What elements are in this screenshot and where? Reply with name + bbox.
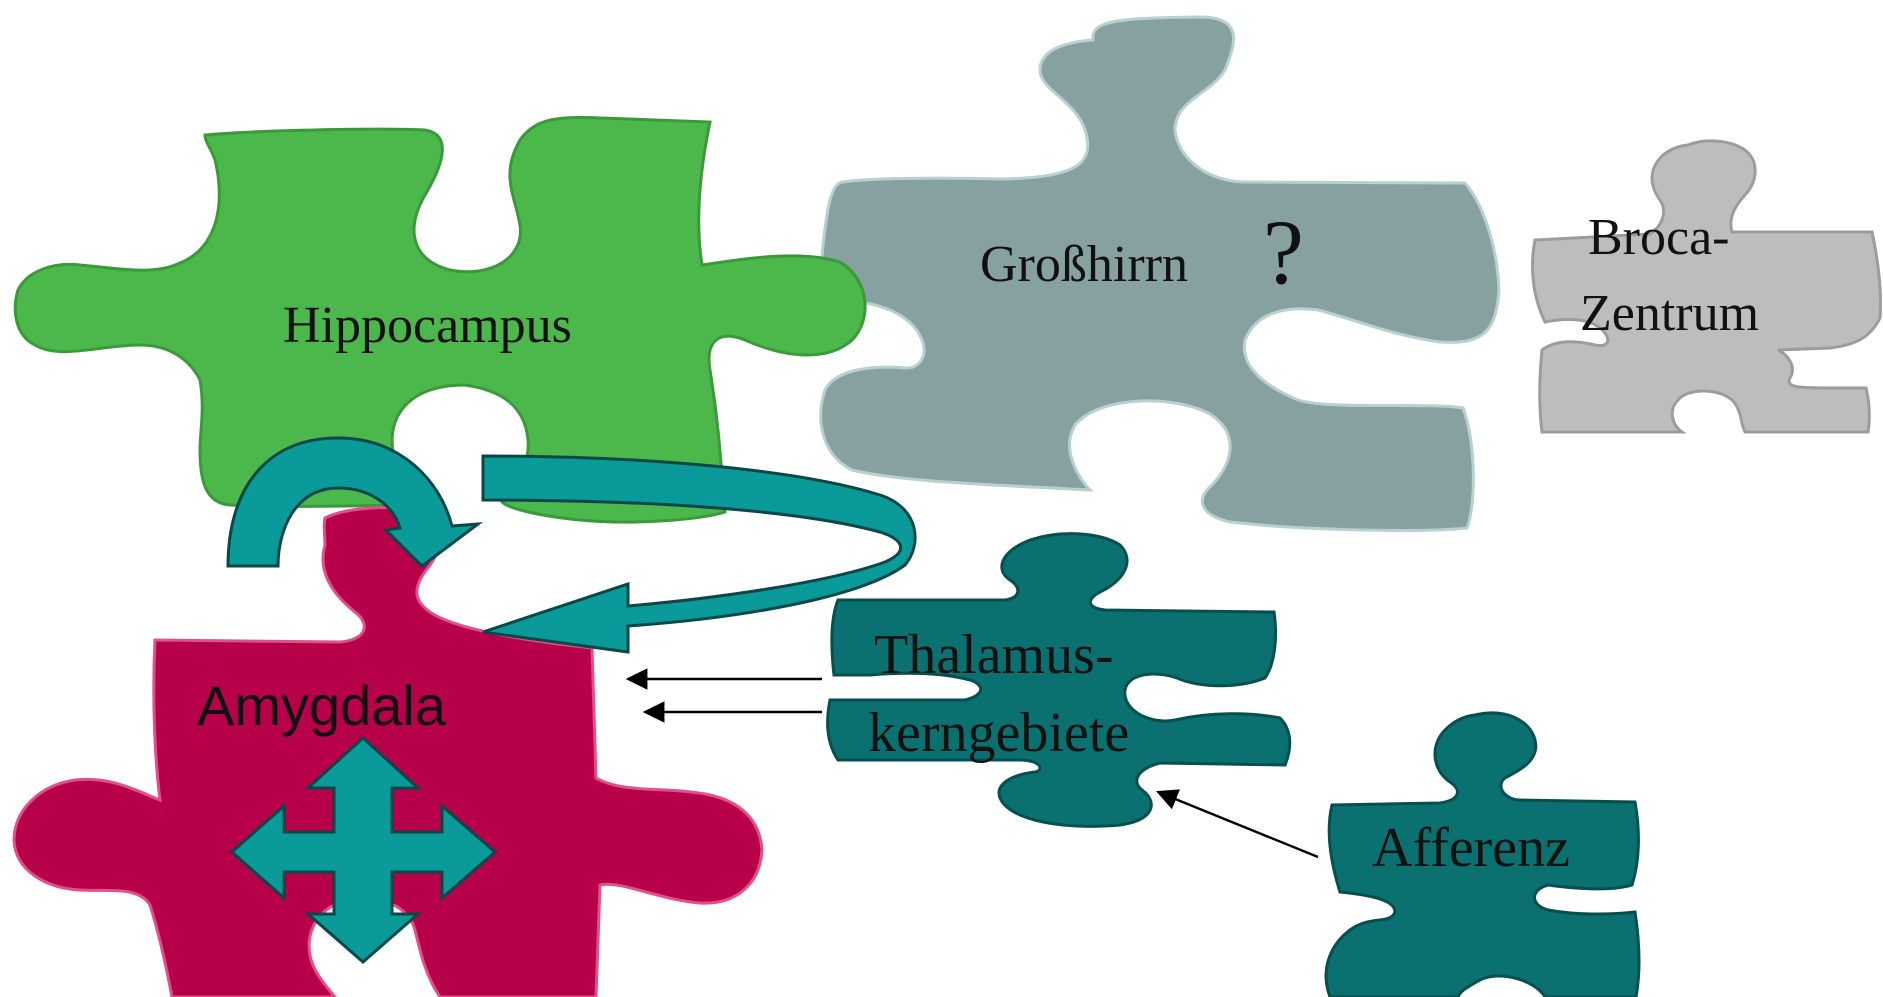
thalamus-label-line1: Thalamus-: [874, 624, 1113, 686]
puzzle-piece-icon: [1324, 711, 1641, 997]
broca-label-line2: Zentrum: [1580, 285, 1759, 342]
amygdala-label: Amygdala: [197, 674, 447, 737]
puzzle-piece-icon: [826, 532, 1292, 828]
thalamus-label-line2: kerngebiete: [868, 702, 1129, 764]
afferenz-label: Afferenz: [1372, 817, 1570, 879]
puzzle-piece-icon: [819, 15, 1501, 532]
hippocampus-piece: Hippocampus: [13, 115, 867, 524]
question-mark: ?: [1263, 201, 1304, 303]
thalamus-piece: Thalamus- kerngebiete: [826, 532, 1292, 828]
afferenz-piece: Afferenz: [1324, 711, 1641, 997]
amygdala-piece: Amygdala: [12, 506, 764, 997]
grosshirn-piece: Großhirrn ?: [819, 15, 1501, 532]
grosshirn-label: Großhirrn: [980, 236, 1188, 293]
broca-piece: Broca- Zentrum: [1530, 139, 1883, 434]
puzzle-piece-icon: [13, 115, 867, 524]
loop-arrow-body: [481, 454, 917, 654]
curved-arrow-icon: [226, 436, 484, 568]
broca-label-line1: Broca-: [1588, 209, 1729, 266]
puzzle-piece-icon: [1530, 139, 1883, 434]
four-way-arrow-icon: [229, 735, 498, 964]
thin-arrow-icon: [1155, 789, 1319, 859]
hippocampus-label: Hippocampus: [283, 297, 572, 354]
